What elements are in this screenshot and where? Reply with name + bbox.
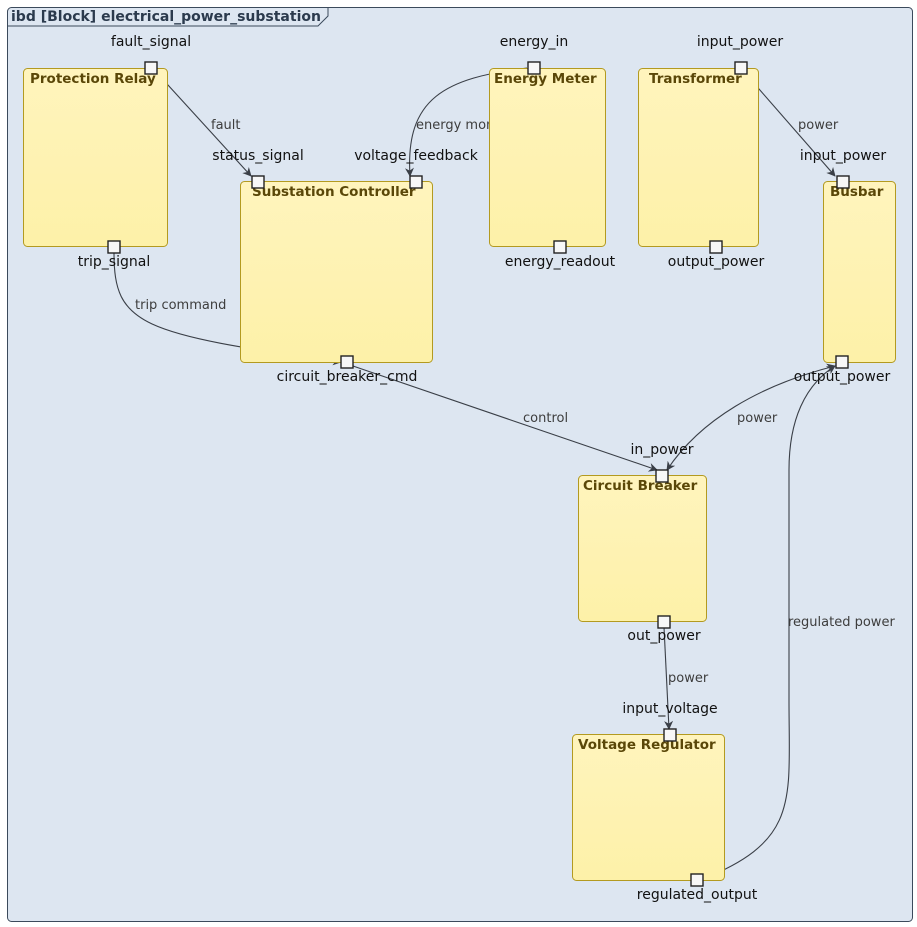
block-protection-relay-body[interactable] [23,68,168,247]
connector-label-fault: fault [211,118,241,133]
port-label-energy-in: energy_in [500,34,569,50]
frame-title: ibd [Block] electrical_power_substation [11,9,321,25]
port-circuit-breaker-in-power[interactable] [655,469,669,483]
port-circuit-breaker-out-power[interactable] [657,615,671,629]
block-energy-meter-name: Energy Meter [494,71,597,87]
port-label-trip-signal: trip_signal [78,254,150,270]
block-transformer-body[interactable] [638,68,759,247]
block-busbar[interactable]: Busbar input_power output_power [794,148,896,385]
port-label-energy-readout: energy_readout [505,254,616,270]
connector-fault[interactable] [156,72,252,177]
block-transformer-name: Transformer [649,71,742,87]
port-energy-meter-energy-in[interactable] [527,61,541,75]
connector-label-power-busbar-breaker: power [737,411,778,426]
frame-title-tab [7,7,329,27]
port-label-transformer-input-power: input_power [697,34,784,50]
block-circuit-breaker-body[interactable] [578,475,707,622]
port-label-voltage-feedback: voltage_feedback [354,148,479,164]
block-substation-controller-name: Substation Controller [252,184,416,200]
port-substation-controller-voltage-feedback[interactable] [409,175,423,189]
block-energy-meter-body[interactable] [489,68,606,247]
port-voltage-regulator-input-voltage[interactable] [663,728,677,742]
block-protection-relay[interactable]: Protection Relay fault_signal trip_signa… [23,34,192,270]
port-protection-relay-trip-signal[interactable] [107,240,121,254]
block-energy-meter[interactable]: Energy Meter energy_in energy_readout [489,34,616,270]
port-label-busbar-output-power: output_power [794,369,891,385]
block-circuit-breaker-name: Circuit Breaker [583,478,698,494]
block-busbar-body[interactable] [823,181,896,363]
port-substation-controller-circuit-breaker-cmd[interactable] [340,355,354,369]
connector-power-transformer-busbar[interactable] [744,72,836,177]
port-energy-meter-energy-readout[interactable] [553,240,567,254]
port-label-in-power: in_power [630,442,693,458]
port-label-transformer-output-power: output_power [668,254,765,270]
block-substation-controller[interactable]: Substation Controller status_signal volt… [212,148,478,385]
block-voltage-regulator-name: Voltage Regulator [578,737,716,753]
connector-label-trip-command: trip command [135,298,226,313]
port-protection-relay-fault-signal[interactable] [144,61,158,75]
port-busbar-input-power[interactable] [836,175,850,189]
block-transformer[interactable]: Transformer input_power output_power [638,34,784,270]
connector-label-power-breaker-regulator: power [668,671,709,686]
port-label-busbar-input-power: input_power [800,148,887,164]
port-label-input-voltage: input_voltage [622,701,717,717]
connector-power-breaker-regulator[interactable] [663,626,674,730]
block-protection-relay-name: Protection Relay [30,71,156,87]
port-label-out-power: out_power [627,628,700,644]
connector-label-control: control [523,411,568,426]
port-substation-controller-status-signal[interactable] [251,175,265,189]
connector-power-busbar-breaker[interactable] [666,363,836,471]
block-substation-controller-body[interactable] [240,181,433,363]
port-label-status-signal: status_signal [212,148,303,164]
port-label-regulated-output: regulated_output [637,887,758,903]
port-transformer-input-power[interactable] [734,61,748,75]
port-busbar-output-power[interactable] [835,355,849,369]
block-voltage-regulator[interactable]: Voltage Regulator input_voltage regulate… [572,701,758,903]
block-circuit-breaker[interactable]: Circuit Breaker in_power out_power [578,442,707,644]
connector-label-regulated-power: regulated power [788,615,895,630]
port-label-circuit-breaker-cmd: circuit_breaker_cmd [277,369,418,385]
block-voltage-regulator-body[interactable] [572,734,725,881]
connector-control[interactable] [352,365,658,472]
connector-regulated-power[interactable] [702,365,836,880]
port-voltage-regulator-regulated-output[interactable] [690,873,704,887]
port-transformer-output-power[interactable] [709,240,723,254]
connector-label-power-transformer-busbar: power [798,118,839,133]
port-label-fault-signal: fault_signal [111,34,191,50]
